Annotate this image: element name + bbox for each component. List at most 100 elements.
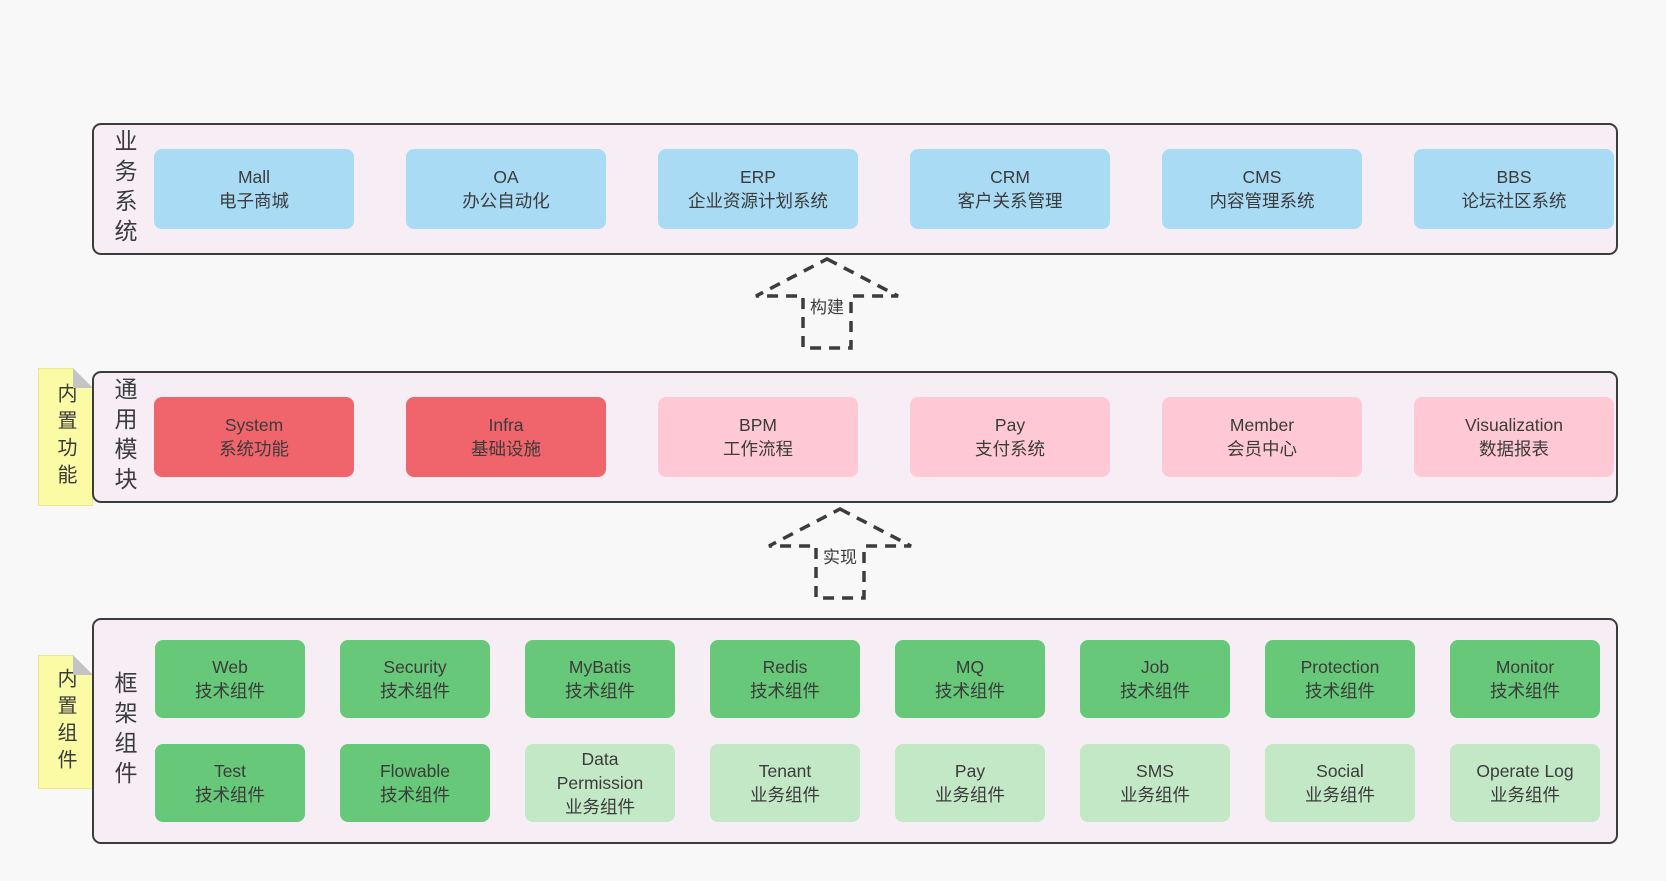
box-title: Security	[383, 657, 447, 677]
box-subtitle: 业务组件	[1490, 785, 1560, 805]
arrow-implement: 实现	[765, 506, 915, 602]
component-row: System 系统功能 Infra 基础设施 BPM 工作流程 Pay 支付系统 Member 会…	[154, 397, 1616, 477]
box-subtitle: 客户关系管理	[957, 191, 1063, 211]
box-subtitle: 技术组件	[750, 681, 820, 701]
box-pay: Pay 支付系统	[910, 397, 1110, 477]
box-system: System 系统功能	[154, 397, 354, 477]
box-subtitle: 技术组件	[1120, 681, 1190, 701]
sticky-note-text: 内置组件	[54, 668, 76, 776]
component-row: Mall 电子商城 OA 办公自动化 ERP 企业资源计划系统 CRM 客户关系管理 CMS 内容…	[154, 149, 1616, 229]
box-subtitle: 业务组件	[935, 785, 1005, 805]
box-title: SMS	[1136, 761, 1174, 781]
box-redis: Redis 技术组件	[710, 640, 860, 718]
tier-business-systems: 业务系统 Mall 电子商城 OA 办公自动化 ERP 企业资源计划系统 CRM 客户关系管理…	[92, 123, 1618, 255]
box-title: BBS	[1496, 167, 1532, 187]
box-job: Job 技术组件	[1080, 640, 1230, 718]
sticky-note-builtin-components: 内置组件	[38, 655, 93, 789]
box-pay: Pay 业务组件	[895, 744, 1045, 822]
box-test: Test 技术组件	[155, 744, 305, 822]
tier-label: 通用模块	[111, 377, 137, 497]
arrow-label: 构建	[807, 292, 847, 319]
box-infra: Infra 基础设施	[406, 397, 606, 477]
box-erp: ERP 企业资源计划系统	[658, 149, 858, 229]
box-subtitle: 企业资源计划系统	[688, 191, 828, 211]
box-title: Pay	[954, 761, 986, 781]
box-title: Social	[1316, 761, 1364, 781]
box-title: CMS	[1242, 167, 1282, 187]
box-subtitle: 技术组件	[935, 681, 1005, 701]
box-title: Web	[212, 657, 248, 677]
box-title: Monitor	[1495, 657, 1555, 677]
box-protection: Protection 技术组件	[1265, 640, 1415, 718]
box-subtitle: 工作流程	[723, 439, 793, 459]
box-subtitle: 技术组件	[1490, 681, 1560, 701]
box-title: Job	[1140, 657, 1170, 677]
box-title: MQ	[955, 657, 985, 677]
box-data-permission: Data Permission 业务组件	[525, 744, 675, 822]
box-tenant: Tenant 业务组件	[710, 744, 860, 822]
box-title: ERP	[740, 167, 776, 187]
box-title: Data Permission	[556, 749, 644, 793]
box-mybatis: MyBatis 技术组件	[525, 640, 675, 718]
box-title: CRM	[990, 167, 1030, 187]
tier-label: 业务系统	[111, 129, 137, 249]
box-title: Pay	[994, 415, 1026, 435]
box-title: Protection	[1300, 657, 1380, 677]
arrow-build: 构建	[752, 256, 902, 352]
box-subtitle: 技术组件	[565, 681, 635, 701]
box-cms: CMS 内容管理系统	[1162, 149, 1362, 229]
box-subtitle: 电子商城	[219, 191, 289, 211]
box-subtitle: 支付系统	[975, 439, 1045, 459]
box-title: Redis	[762, 657, 808, 677]
box-title: Infra	[488, 415, 524, 435]
box-title: Visualization	[1465, 415, 1563, 435]
arrow-label: 实现	[820, 542, 860, 569]
box-mq: MQ 技术组件	[895, 640, 1045, 718]
box-subtitle: 办公自动化	[462, 191, 550, 211]
box-subtitle: 业务组件	[565, 797, 635, 817]
box-subtitle: 技术组件	[195, 785, 265, 805]
box-subtitle: 数据报表	[1479, 439, 1549, 459]
box-title: System	[224, 415, 284, 435]
box-subtitle: 技术组件	[380, 785, 450, 805]
box-bbs: BBS 论坛社区系统	[1414, 149, 1614, 229]
tier-label: 框架组件	[111, 671, 137, 791]
sticky-note-text: 内置功能	[54, 383, 76, 491]
box-mall: Mall 电子商城	[154, 149, 354, 229]
box-operate-log: Operate Log 业务组件	[1450, 744, 1600, 822]
box-title: Mall	[237, 167, 271, 187]
box-title: Member	[1229, 415, 1295, 435]
box-title: OA	[493, 167, 519, 187]
box-title: BPM	[739, 415, 777, 435]
box-security: Security 技术组件	[340, 640, 490, 718]
box-subtitle: 会员中心	[1227, 439, 1297, 459]
box-title: Operate Log	[1476, 761, 1574, 781]
box-title: Test	[213, 761, 247, 781]
box-title: Tenant	[758, 761, 812, 781]
box-subtitle: 论坛社区系统	[1461, 191, 1567, 211]
box-subtitle: 业务组件	[750, 785, 820, 805]
box-monitor: Monitor 技术组件	[1450, 640, 1600, 718]
sticky-note-builtin-features: 内置功能	[38, 368, 93, 506]
box-visualization: Visualization 数据报表	[1414, 397, 1614, 477]
box-subtitle: 系统功能	[219, 439, 289, 459]
box-subtitle: 技术组件	[380, 681, 450, 701]
box-grid: System 系统功能 Infra 基础设施 BPM 工作流程 Pay 支付系统 Member 会…	[94, 373, 1616, 501]
box-subtitle: 基础设施	[471, 439, 541, 459]
box-subtitle: 技术组件	[1305, 681, 1375, 701]
box-subtitle: 内容管理系统	[1209, 191, 1315, 211]
box-crm: CRM 客户关系管理	[910, 149, 1110, 229]
tier-common-modules: 通用模块 System 系统功能 Infra 基础设施 BPM 工作流程 Pay 支付系统 Me…	[92, 371, 1618, 503]
box-subtitle: 业务组件	[1120, 785, 1190, 805]
box-member: Member 会员中心	[1162, 397, 1362, 477]
box-oa: OA 办公自动化	[406, 149, 606, 229]
box-title: MyBatis	[568, 657, 632, 677]
